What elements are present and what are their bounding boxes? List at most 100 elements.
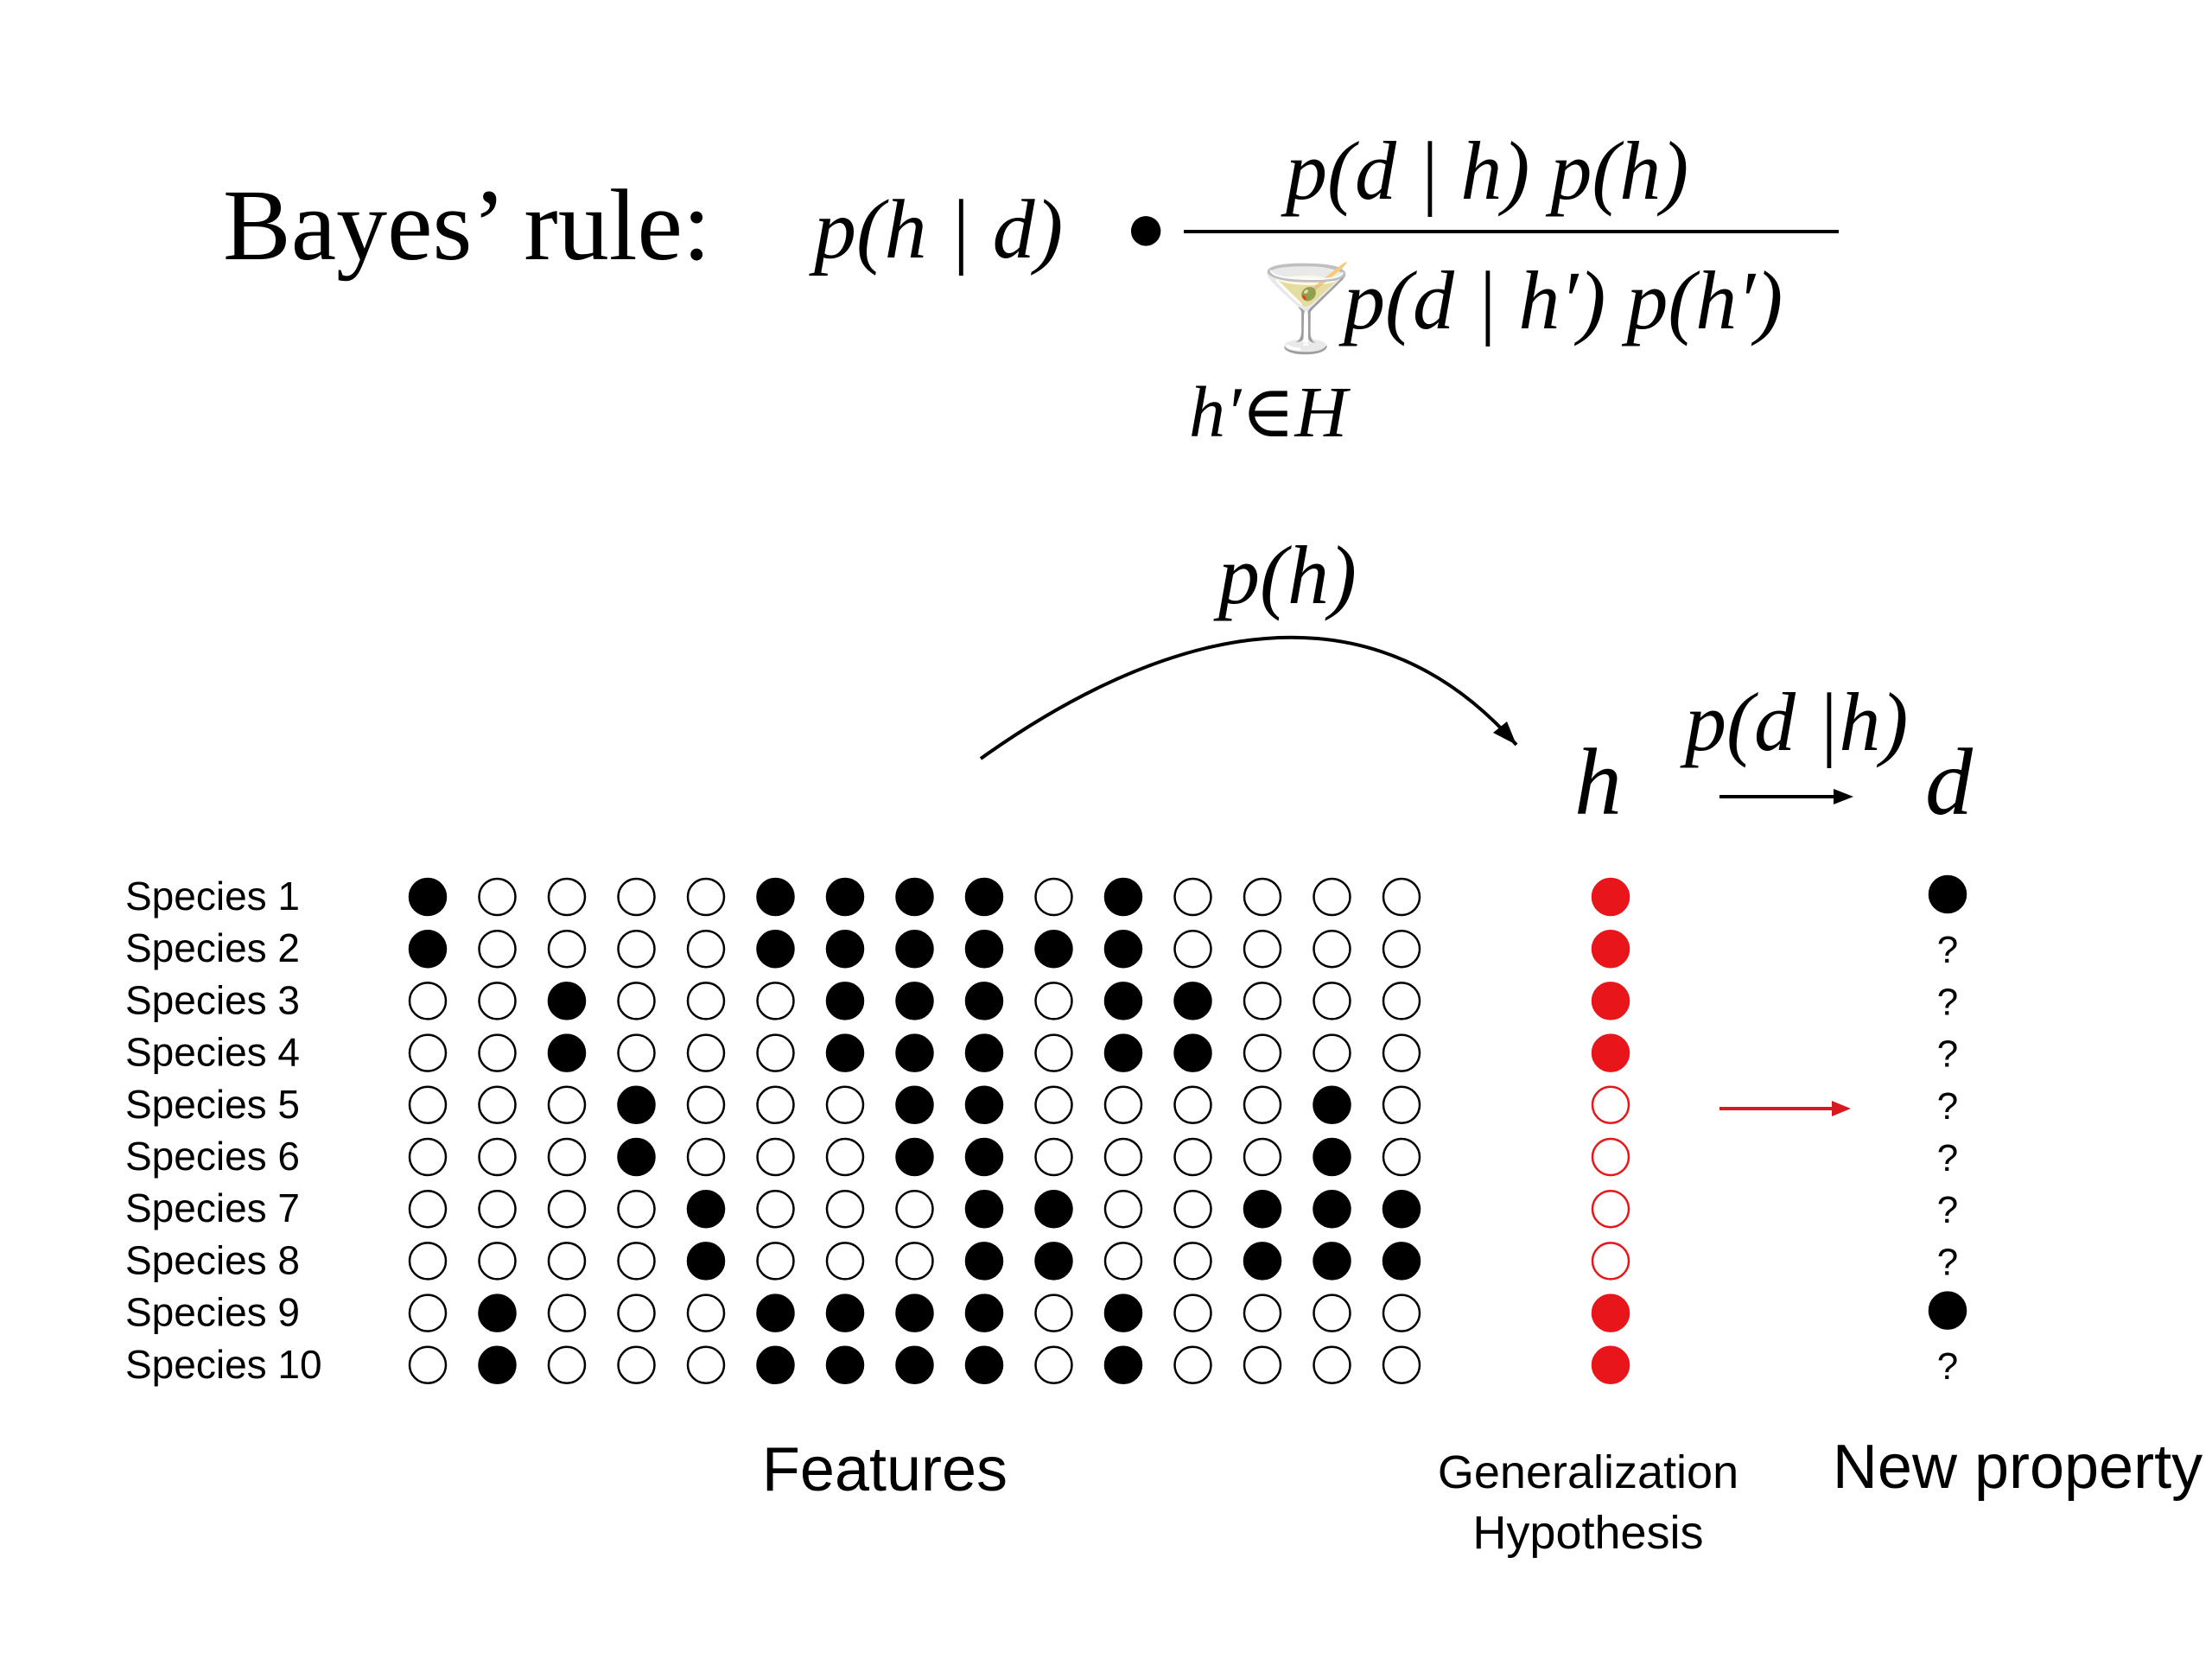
feature-dot-filled xyxy=(825,982,865,1020)
feature-dot-empty xyxy=(617,1242,656,1281)
feature-dot-empty xyxy=(1034,1137,1073,1177)
feature-dot-empty xyxy=(1173,1189,1212,1229)
feature-dot-empty xyxy=(1243,1137,1282,1177)
feature-dot-filled xyxy=(964,929,1004,969)
feature-dot-filled xyxy=(1103,1294,1143,1332)
feature-dot-filled xyxy=(617,1085,656,1125)
feature-dot-filled xyxy=(756,929,795,969)
feature-dot-filled xyxy=(895,929,934,969)
prior-arc xyxy=(979,635,1518,760)
hypothesis-label-line1: Generalization xyxy=(1438,1446,1738,1498)
feature-dot-empty xyxy=(1313,1033,1351,1072)
feature-dot-empty xyxy=(1034,982,1073,1020)
likelihood-arrowhead xyxy=(1834,789,1853,804)
feature-dot-filled xyxy=(895,1137,934,1177)
feature-dot-empty xyxy=(1034,1085,1073,1125)
feature-dot-filled xyxy=(1034,1189,1073,1229)
feature-dot-empty xyxy=(1034,877,1073,917)
feature-dot-filled xyxy=(1103,982,1143,1020)
species-label: Species 5 xyxy=(125,1082,300,1127)
feature-dot-filled xyxy=(1173,1033,1212,1072)
bayes-rule-label: Bayes’ rule: xyxy=(223,168,711,282)
hypothesis-dot-empty xyxy=(1591,1189,1630,1229)
feature-dot-empty xyxy=(1243,877,1282,917)
feature-dot-empty xyxy=(408,1242,448,1281)
feature-dot-empty xyxy=(408,1189,448,1229)
feature-dot-filled xyxy=(756,1345,795,1385)
feature-dot-empty xyxy=(825,1242,865,1281)
feature-dot-filled xyxy=(1382,1242,1421,1281)
feature-dot-filled xyxy=(825,929,865,969)
unknown-property-mark: ? xyxy=(1937,1241,1958,1283)
feature-dot-empty xyxy=(547,877,587,917)
feature-dot-empty xyxy=(756,982,795,1020)
unknown-property-mark: ? xyxy=(1937,929,1958,971)
feature-dot-empty xyxy=(1243,1294,1282,1332)
feature-dot-empty xyxy=(547,1294,587,1332)
feature-dot-empty xyxy=(686,877,726,917)
feature-dot-empty xyxy=(1243,1033,1282,1072)
feature-dot-filled xyxy=(1034,1242,1073,1281)
feature-dot-empty xyxy=(756,1189,795,1229)
species-label: Species 6 xyxy=(125,1134,300,1179)
unknown-property-mark: ? xyxy=(1937,1189,1958,1231)
feature-dot-empty xyxy=(408,982,448,1020)
feature-dot-empty xyxy=(1382,982,1421,1020)
feature-dot-empty xyxy=(478,982,517,1020)
feature-dot-filled xyxy=(1103,1033,1143,1072)
hypothesis-dot-filled xyxy=(1591,1345,1630,1385)
feature-dot-empty xyxy=(478,1085,517,1125)
feature-dot-empty xyxy=(1034,1294,1073,1332)
feature-dot-empty xyxy=(1173,1294,1212,1332)
feature-matrix xyxy=(408,877,1421,1385)
feature-dot-empty xyxy=(408,1033,448,1072)
species-label: Species 10 xyxy=(125,1342,322,1387)
equals-symbol: ● xyxy=(1125,190,1166,266)
species-label: Species 2 xyxy=(125,925,300,970)
feature-dot-filled xyxy=(895,1033,934,1072)
feature-dot-filled xyxy=(1313,1085,1351,1125)
species-label: Species 8 xyxy=(125,1237,300,1282)
hypothesis-dot-empty xyxy=(1591,1242,1630,1281)
feature-dot-empty xyxy=(617,1294,656,1332)
feature-dot-filled xyxy=(1103,929,1143,969)
feature-dot-empty xyxy=(1173,1345,1212,1385)
unknown-property-mark: ? xyxy=(1937,1345,1958,1388)
feature-dot-filled xyxy=(964,982,1004,1020)
feature-dot-empty xyxy=(1382,929,1421,969)
unknown-property-mark: ? xyxy=(1937,1137,1958,1179)
unknown-property-mark: ? xyxy=(1937,981,1958,1023)
feature-dot-empty xyxy=(756,1085,795,1125)
new-property-column: ???????? xyxy=(1928,874,1967,1388)
feature-dot-filled xyxy=(617,1137,656,1177)
feature-dot-filled xyxy=(686,1242,726,1281)
feature-dot-empty xyxy=(1382,1085,1421,1125)
feature-dot-empty xyxy=(617,1345,656,1385)
d-label: d xyxy=(1925,729,1974,835)
hypothesis-column xyxy=(1591,877,1630,1385)
feature-dot-empty xyxy=(1313,929,1351,969)
feature-dot-empty xyxy=(1173,1242,1212,1281)
feature-dot-empty xyxy=(895,1189,934,1229)
hypothesis-dot-filled xyxy=(1591,929,1630,969)
h-label: h xyxy=(1574,729,1622,835)
feature-dot-filled xyxy=(964,1033,1004,1072)
known-property-dot xyxy=(1928,1291,1967,1330)
hypothesis-dot-filled xyxy=(1591,1033,1630,1072)
feature-dot-filled xyxy=(1382,1189,1421,1229)
feature-dot-empty xyxy=(547,1137,587,1177)
feature-dot-empty xyxy=(1103,1137,1143,1177)
numerator-term: p(d | h) p(h) xyxy=(1281,124,1688,217)
feature-dot-filled xyxy=(1243,1189,1282,1229)
denominator-term: p(d | h′) p(h′) xyxy=(1338,254,1783,346)
feature-dot-empty xyxy=(408,1345,448,1385)
feature-dot-filled xyxy=(756,877,795,917)
feature-dot-empty xyxy=(547,1345,587,1385)
feature-dot-empty xyxy=(1034,1345,1073,1385)
feature-dot-empty xyxy=(478,1189,517,1229)
feature-dot-filled xyxy=(895,1085,934,1125)
feature-dot-empty xyxy=(478,877,517,917)
feature-dot-filled xyxy=(895,877,934,917)
feature-dot-empty xyxy=(547,1189,587,1229)
